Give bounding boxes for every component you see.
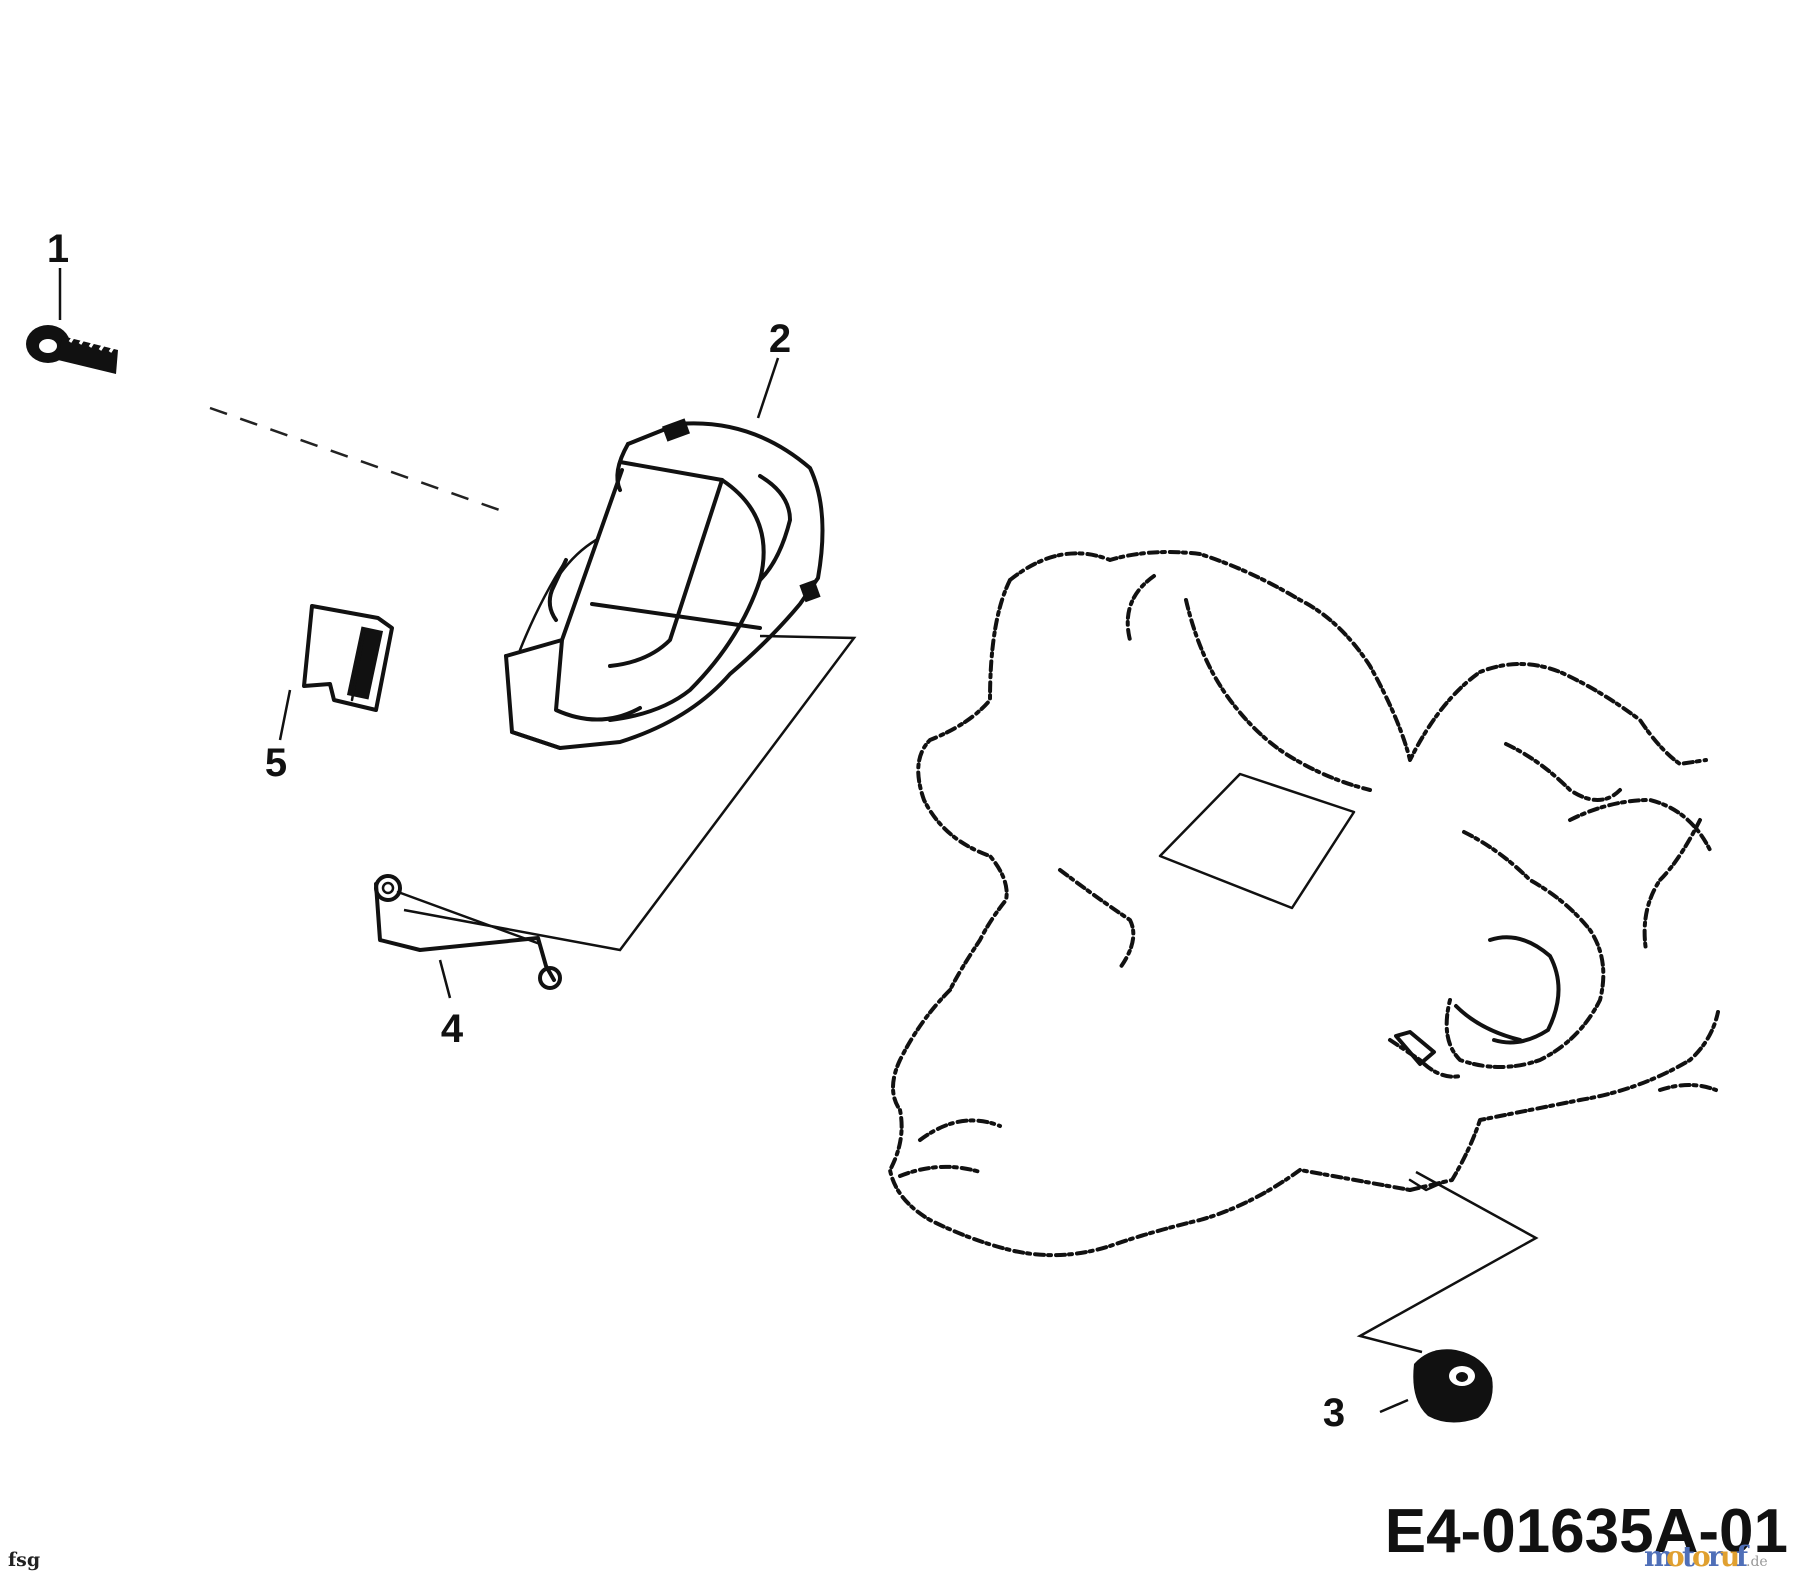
callout-1: 1 xyxy=(47,227,69,271)
svg-text:t: t xyxy=(1682,1540,1695,1573)
svg-text:u: u xyxy=(1720,1540,1740,1573)
callout-2: 2 xyxy=(769,317,791,361)
svg-text:o: o xyxy=(1692,1540,1711,1573)
housing-to-nut-line xyxy=(1356,1170,1539,1354)
assembly-dashed-line xyxy=(209,406,506,514)
svg-text:r: r xyxy=(1708,1540,1724,1573)
callout-leaders xyxy=(58,268,1409,1414)
callout-4: 4 xyxy=(441,1007,464,1051)
callout-5: 5 xyxy=(265,741,287,785)
svg-text:.de: .de xyxy=(1746,1554,1768,1570)
callout-3: 3 xyxy=(1323,1391,1345,1435)
motoruf-logo: m o t o r u f .de xyxy=(1644,1540,1768,1573)
part-1-screw xyxy=(26,325,118,374)
svg-text:f: f xyxy=(1736,1540,1750,1573)
part-2-cover xyxy=(504,418,825,750)
engine-housing xyxy=(888,550,1720,1258)
corner-code: fsg xyxy=(8,1549,40,1571)
part-4-spring xyxy=(374,874,562,990)
diagram-id: E4-01635A-01 xyxy=(1385,1497,1788,1566)
cover-to-spring-line xyxy=(403,634,857,952)
svg-text:o: o xyxy=(1666,1540,1685,1573)
part-5-clip xyxy=(302,604,394,712)
part-3-nut xyxy=(1413,1349,1493,1423)
svg-text:m: m xyxy=(1644,1540,1674,1573)
